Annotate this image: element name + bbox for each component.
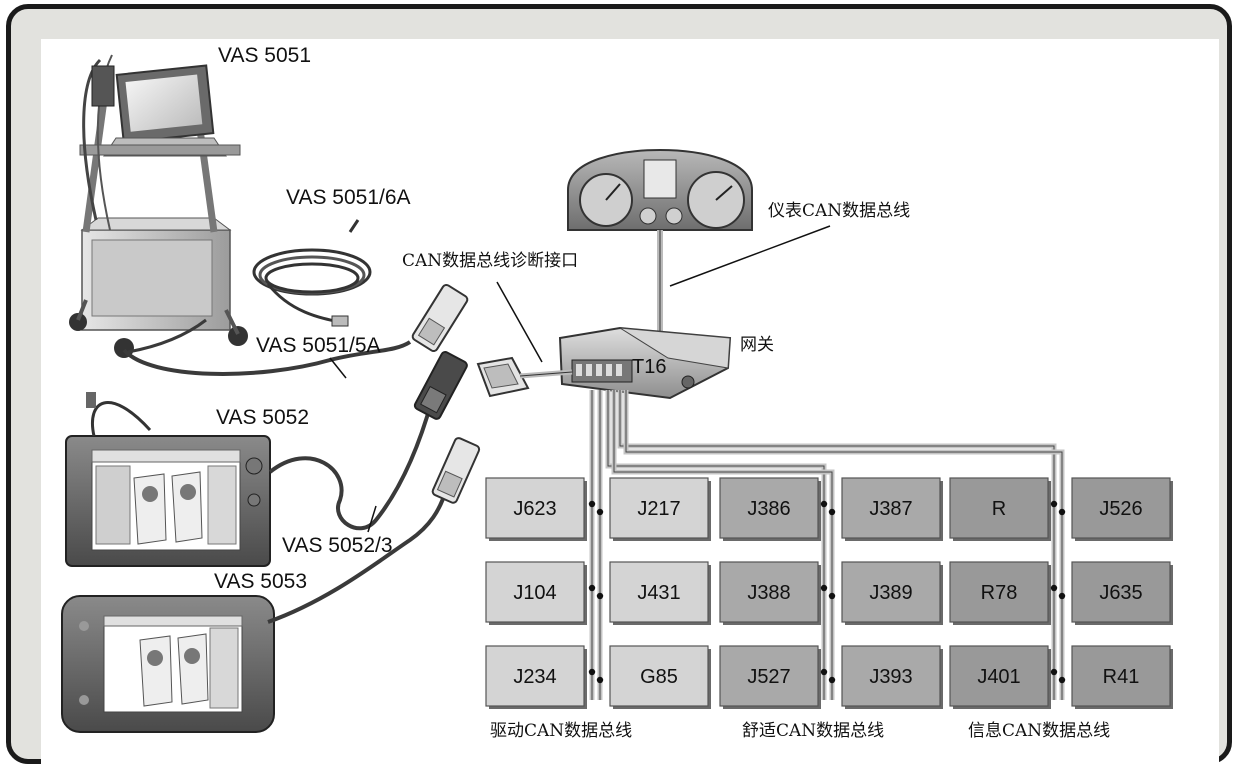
ecu-box-j431: J431 [609, 561, 711, 625]
bus-junction-dot [1058, 508, 1066, 516]
vas5051-5a-connector [411, 283, 469, 353]
ecu-box-g85: G85 [609, 645, 711, 709]
bus-junction-dot [820, 584, 828, 592]
label-vas5053: VAS 5053 [214, 570, 308, 593]
ecu-label: J217 [637, 498, 680, 520]
ecu-label: G85 [640, 666, 678, 688]
vas5053-cable [267, 489, 448, 624]
bus-wire-outline [607, 390, 825, 700]
ecu-box-j635: J635 [1071, 561, 1173, 625]
vas5053-device [61, 595, 275, 733]
ecu-label: J526 [1099, 498, 1142, 520]
bus-junction-dot [1050, 584, 1058, 592]
label-vas5052: VAS 5052 [216, 406, 310, 429]
ecu-box-r41: R41 [1071, 645, 1173, 709]
label-comfort-can: 舒适CAN数据总线 [742, 721, 885, 741]
can-bus-lines [589, 390, 1065, 700]
vas5052-3-cable [268, 399, 434, 531]
ecu-box-j401: J401 [949, 645, 1051, 709]
leader-instrument-can [669, 225, 831, 287]
diagnostic-port [476, 356, 530, 398]
label-vas5051-5a: VAS 5051/5A [256, 334, 381, 357]
bus-junction-dot [1058, 592, 1066, 600]
bus-junction-dot [820, 500, 828, 508]
gateway-module [558, 326, 732, 400]
vas5052-device [65, 392, 271, 567]
leader-vas5051-5a [329, 357, 347, 379]
ecu-box-j387: J387 [841, 477, 943, 541]
vas5051-6a-cable-icon [252, 219, 372, 327]
vas5052-3-connector [413, 351, 468, 420]
ecu-label: J387 [869, 498, 912, 520]
bus-junction-dot [828, 508, 836, 516]
bus-wire-outline [625, 390, 1063, 700]
ecu-box-r: R [949, 477, 1051, 541]
ecu-label: J386 [747, 498, 790, 520]
ecu-box-r78: R78 [949, 561, 1051, 625]
label-gateway: 网关 [740, 335, 774, 355]
bus-junction-dot [1050, 668, 1058, 676]
leader-vas5052-3 [367, 505, 377, 533]
ecu-box-j526: J526 [1071, 477, 1173, 541]
vas5051-5a-cable [122, 340, 412, 376]
bus-wire-outline [613, 390, 833, 700]
ecu-box-j104: J104 [485, 561, 587, 625]
ecu-label: R41 [1103, 666, 1140, 688]
ecu-box-j389: J389 [841, 561, 943, 625]
ecu-box-j623: J623 [485, 477, 587, 541]
diagram-canvas: J623J217J104J431J234G85J386J387J388J389J… [61, 54, 1173, 733]
label-drive-can: 驱动CAN数据总线 [490, 721, 633, 741]
ecu-label: R [992, 498, 1006, 520]
ecu-box-j388: J388 [719, 561, 821, 625]
bus-junction-dot [588, 500, 596, 508]
label-vas5052-3: VAS 5052/3 [282, 534, 393, 557]
bus-junction-dot [588, 668, 596, 676]
ecu-label: J623 [513, 498, 556, 520]
bus-junction-dot [1058, 676, 1066, 684]
ecu-label: J635 [1099, 582, 1142, 604]
bus-junction-dot [588, 584, 596, 592]
ecu-box-j386: J386 [719, 477, 821, 541]
ecu-box-j393: J393 [841, 645, 943, 709]
instrument-cluster [567, 148, 753, 231]
ecu-label: J401 [977, 666, 1020, 688]
bus-junction-dot [596, 508, 604, 516]
label-t16: T16 [632, 356, 667, 378]
ecu-label: J388 [747, 582, 790, 604]
ecu-box-j234: J234 [485, 645, 587, 709]
bus-junction-dot [820, 668, 828, 676]
label-vas5051-6a: VAS 5051/6A [286, 186, 411, 209]
ecu-label: J527 [747, 666, 790, 688]
label-vas5051: VAS 5051 [218, 44, 312, 67]
ecu-label: J104 [513, 582, 556, 604]
ecu-box-j527: J527 [719, 645, 821, 709]
ecu-label: R78 [981, 582, 1018, 604]
label-info-can: 信息CAN数据总线 [968, 721, 1111, 741]
ecu-label: J393 [869, 666, 912, 688]
bus-junction-dot [596, 592, 604, 600]
bus-wire-outline [619, 390, 1055, 700]
leader-can-diag [496, 281, 543, 363]
ecu-label: J234 [513, 666, 556, 688]
vas5053-connector [431, 437, 481, 504]
ecu-label: J389 [869, 582, 912, 604]
ecu-label: J431 [637, 582, 680, 604]
bus-junction-dot [828, 592, 836, 600]
bus-junction-dot [1050, 500, 1058, 508]
bus-junction-dot [596, 676, 604, 684]
vas5051-cart [69, 54, 248, 358]
ecu-box-j217: J217 [609, 477, 711, 541]
bus-junction-dot [828, 676, 836, 684]
label-instrument-can: 仪表CAN数据总线 [768, 201, 911, 221]
label-can-diag-port: CAN数据总线诊断接口 [402, 251, 579, 271]
